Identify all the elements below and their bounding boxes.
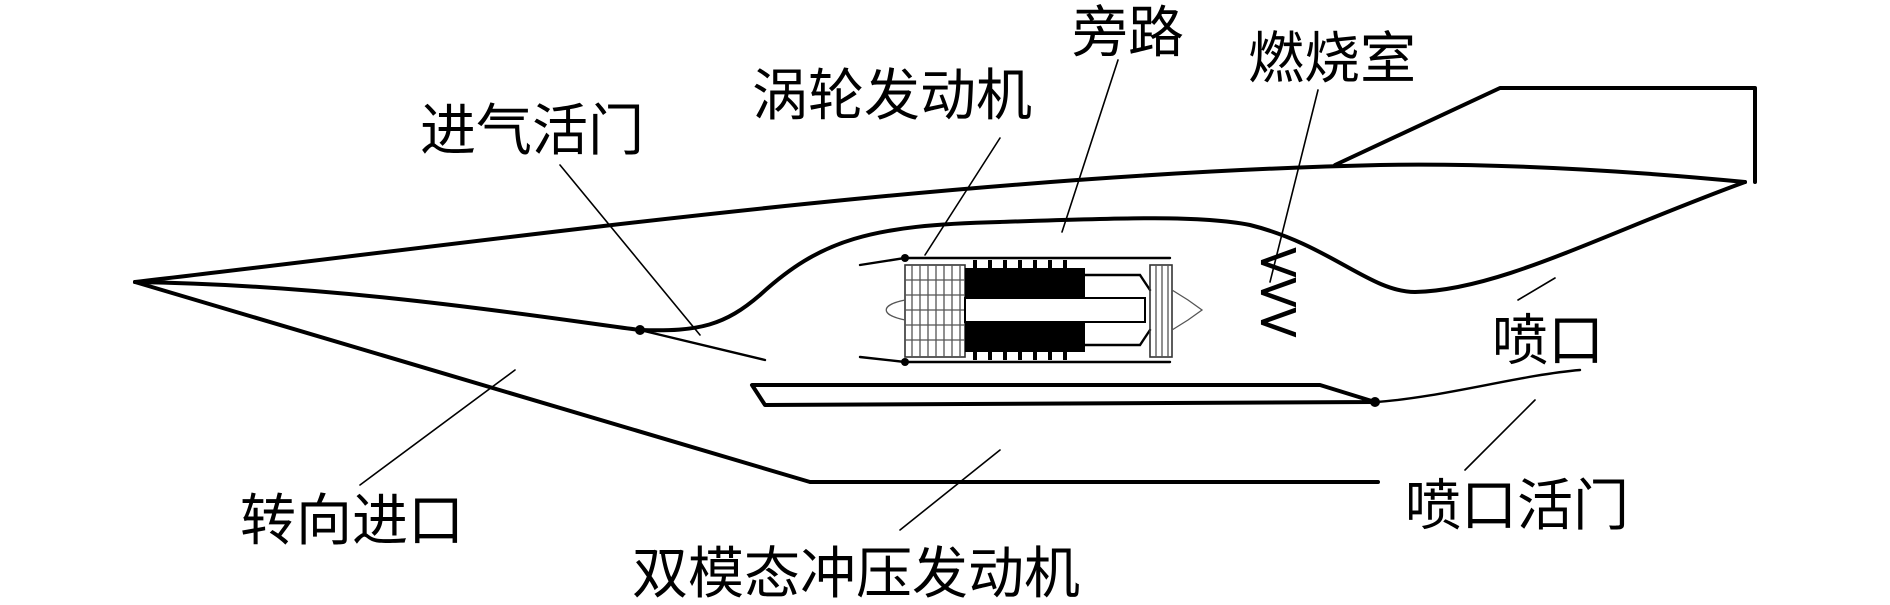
intake-spinner	[886, 300, 905, 320]
intake-valve-flap	[640, 330, 765, 360]
callout-nozzle-valve	[1465, 400, 1535, 470]
compressor-stages	[905, 265, 965, 357]
turbine-engine-core	[860, 254, 1202, 366]
splitter-plate	[752, 385, 1375, 405]
label-nozzle: 喷口	[1492, 309, 1604, 374]
label-nozzle-valve: 喷口活门	[1405, 474, 1629, 539]
nozzle-valve-hinge	[1370, 397, 1380, 407]
callout-turbine-engine	[925, 138, 1000, 255]
callout-dual-mode-ramjet	[900, 450, 1000, 530]
label-turning-inlet: 转向进口	[240, 489, 464, 554]
core-lower-pivot	[901, 358, 909, 366]
callout-bypass	[1062, 60, 1118, 232]
label-dual-mode-ramjet: 双模态冲压发动机	[632, 542, 1080, 605]
callout-intake-valve	[560, 165, 700, 335]
flame-marker-3: <	[1255, 289, 1302, 354]
core-upper-pivot	[901, 254, 909, 262]
nozzle-valve-flap	[1375, 370, 1580, 402]
nozzle-valve	[1370, 370, 1580, 407]
bypass-splitter	[752, 385, 1375, 405]
label-combustor: 燃烧室	[1248, 27, 1416, 92]
callout-turning-inlet	[360, 370, 515, 485]
lower-body-line	[135, 282, 1378, 482]
label-intake-valve: 进气活门	[420, 99, 644, 164]
exhaust-cone	[1172, 290, 1202, 330]
label-turbine-engine: 涡轮发动机	[752, 64, 1032, 129]
intake-valve-hinge	[635, 325, 645, 335]
callout-nozzle	[1518, 278, 1555, 300]
label-bypass: 旁路	[1072, 1, 1184, 66]
